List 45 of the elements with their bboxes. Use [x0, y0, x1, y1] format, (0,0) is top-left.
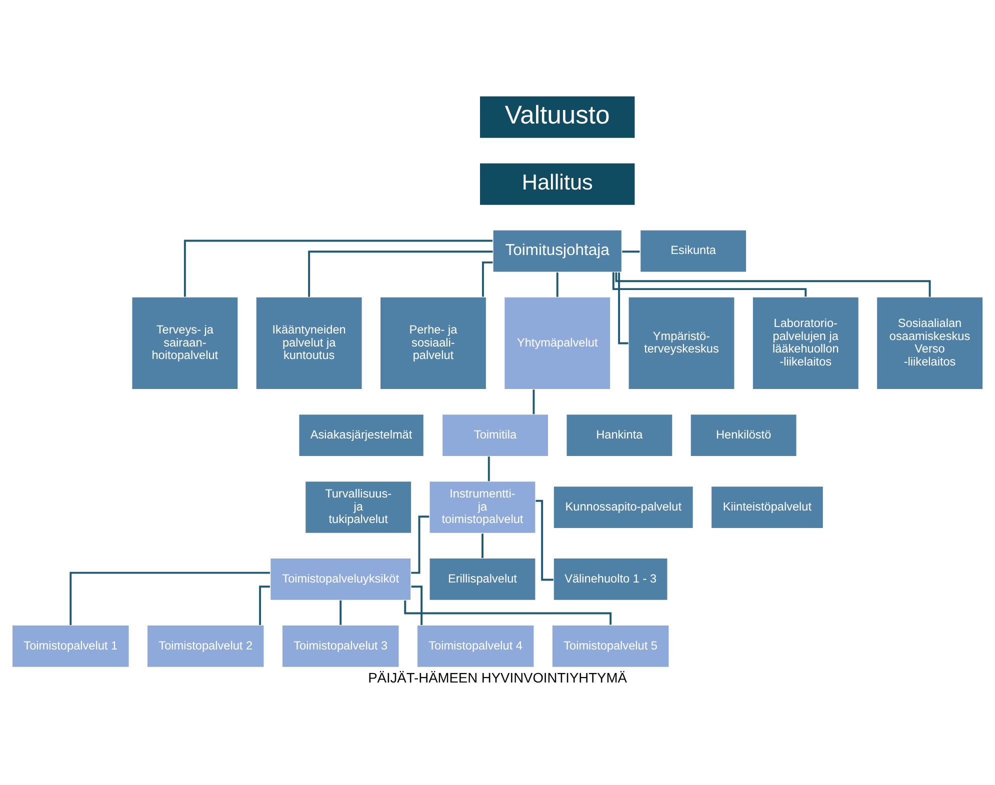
node-box: Asiakasjärjestelmät [298, 413, 424, 457]
connector [612, 272, 807, 296]
node-box: Turvallisuus- ja tukipalvelut [304, 480, 412, 534]
node-box: Toimistopalvelut 1 [12, 624, 130, 668]
caption: PÄIJÄT-HÄMEEN HYVINVOINTIYHTYMÄ [368, 670, 627, 685]
node-box: Toimistopalvelut 2 [146, 624, 265, 668]
connector [482, 260, 493, 296]
connector [411, 515, 430, 574]
node-box: Henkilöstö [690, 413, 798, 457]
connector [259, 585, 270, 625]
connector [184, 239, 492, 296]
connector [532, 389, 535, 414]
node-box: Ympäristö- terveyskeskus [628, 296, 736, 390]
connector [70, 571, 270, 624]
connector [622, 250, 640, 252]
connector [308, 250, 493, 296]
node-box: Valtuusto [479, 94, 636, 138]
connector [536, 499, 554, 580]
connector [340, 600, 342, 624]
node-box: Toimitusjohtaja [492, 228, 622, 272]
connector [404, 600, 612, 624]
connector [618, 272, 628, 344]
node-box: Hankinta [566, 413, 674, 457]
node-box: Toimistopalvelut 5 [551, 624, 670, 668]
connector [482, 533, 484, 558]
node-box: Toimistopalvelut 4 [416, 624, 535, 668]
node-box: Laboratorio- palvelujen ja lääkehuollon -liikelaitos [752, 296, 860, 390]
node-box: Instrumentti- ja toimistopalvelut [428, 480, 536, 534]
node-box: Terveys- ja sairaan- hoitopalvelut [131, 296, 239, 390]
node-box: Välinehuolto 1 - 3 [552, 557, 668, 600]
node-box: Ikääntyneiden palvelut ja kuntoutus [255, 296, 363, 390]
node-box: Sosiaalialan osaamiskeskus Verso -liikelaitos [876, 296, 984, 390]
connector [411, 585, 423, 625]
node-box: Hallitus [479, 162, 636, 206]
node-box: Toimitila [442, 413, 549, 457]
node-box: Kiinteistöpalvelut [710, 485, 824, 528]
node-box: Toimistopalvelut 3 [281, 624, 400, 668]
connector [488, 456, 490, 481]
node-box: Yhtymäpalvelut [504, 296, 612, 390]
node-box: Erillispalvelut [428, 557, 536, 600]
node-box: Esikunta [640, 228, 748, 272]
connector [556, 272, 558, 296]
node-box: Kunnossapito-palvelut [552, 485, 694, 528]
node-box: Perhe- ja sosiaali- palvelut [380, 296, 487, 390]
node-box: Toimistopalveluyksiköt [270, 557, 412, 600]
